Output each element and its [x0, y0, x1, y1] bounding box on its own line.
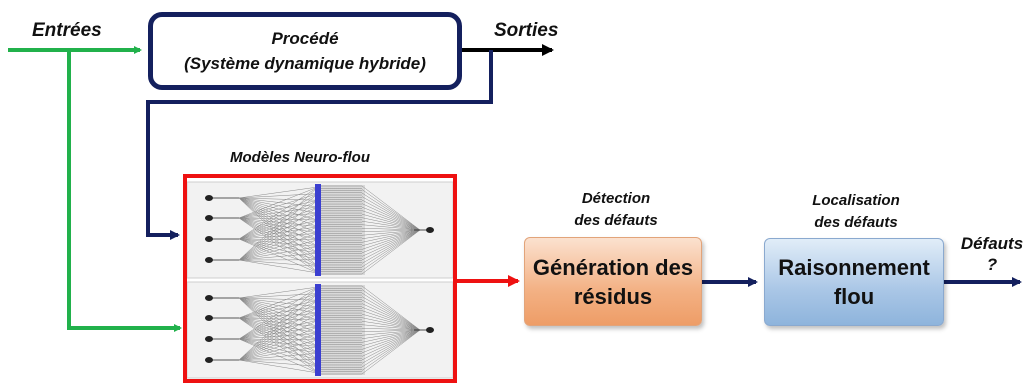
fuzzy-reasoning-box: Raisonnement flou — [764, 238, 944, 326]
localisation-line-1: Localisation — [812, 192, 900, 209]
localisation-label: Localisation des défauts — [794, 190, 918, 234]
neural-network-panel-1 — [186, 181, 454, 279]
detection-line-1: Détection — [581, 190, 651, 207]
faults-word: Défauts — [960, 234, 1024, 253]
localisation-line-2: des défauts — [814, 214, 898, 231]
residue-generation-box: Génération des résidus — [524, 237, 702, 326]
neuro-fuzzy-models-frame — [183, 174, 457, 383]
fuzzy-line-2: flou — [833, 284, 875, 309]
process-title: Procédé — [271, 29, 339, 48]
neural-network-panel-2 — [186, 281, 454, 379]
fuzzy-line-1: Raisonnement — [778, 255, 930, 280]
input-connectors — [8, 46, 182, 332]
output-to-model-1-arrow — [146, 50, 493, 240]
input-to-model-2-arrow — [67, 50, 182, 332]
detection-line-2: des défauts — [574, 212, 658, 229]
inputs-label: Entrées — [32, 20, 102, 41]
process-subtitle: (Système dynamique hybride) — [184, 54, 426, 73]
detection-label: Détection des défauts — [556, 188, 676, 232]
outputs-label: Sorties — [494, 20, 559, 41]
residue-line-2: résidus — [573, 283, 653, 309]
faults-question: ? — [986, 255, 998, 274]
neuro-fuzzy-models-label: Modèles Neuro-flou — [230, 149, 371, 166]
faults-label: Défauts ? — [955, 233, 1029, 275]
process-box: Procédé (Système dynamique hybride) — [148, 12, 462, 90]
residue-line-1: Génération des — [532, 254, 694, 280]
